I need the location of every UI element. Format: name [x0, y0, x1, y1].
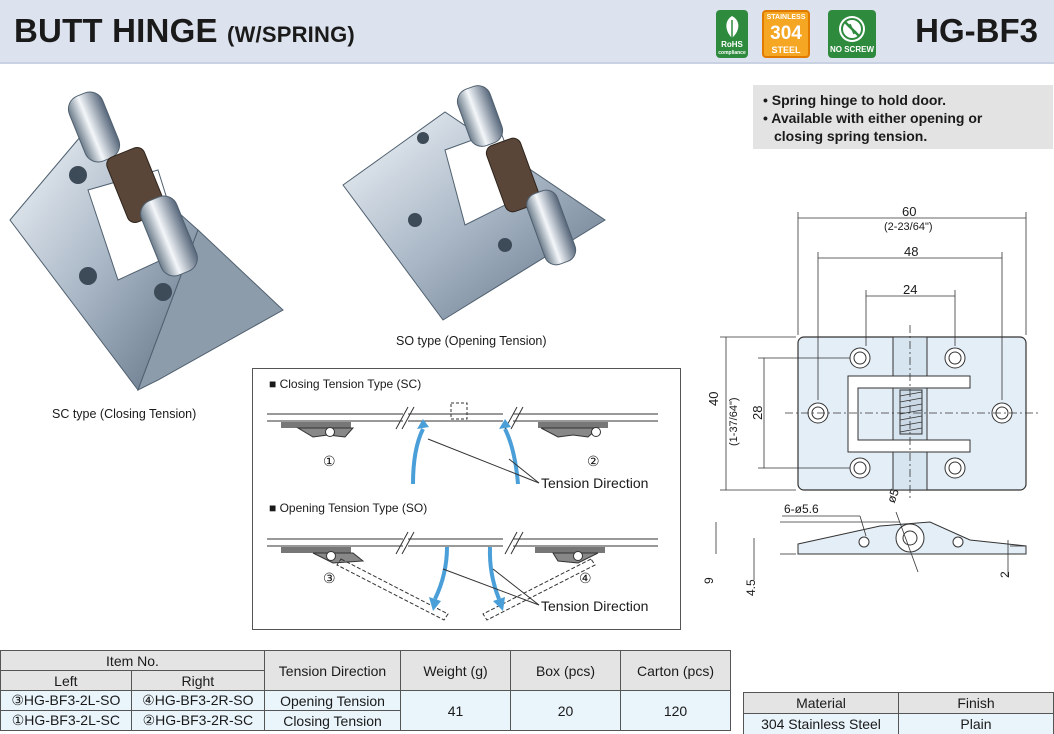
steel-number-label: 304: [770, 23, 802, 44]
header-finish: Finish: [898, 692, 1054, 714]
dim-thickness-4-5: 4.5: [744, 579, 758, 596]
table-header-row: Left Right: [0, 670, 731, 691]
table-header-row: Item No. Tension Direction Weight (g) Bo…: [0, 650, 731, 691]
table-header-row: Material Finish: [743, 692, 1054, 714]
title-main: BUTT HINGE: [14, 12, 218, 49]
feature-line: • Available with either opening or: [763, 110, 983, 126]
table-row: 304 Stainless Steel Plain: [743, 713, 1054, 734]
dim-width-24: 24: [903, 282, 918, 297]
sc-type-caption: SC type (Closing Tension): [52, 407, 197, 421]
mark-4: ④: [579, 570, 592, 586]
header-box: Box (pcs): [510, 650, 621, 691]
cell-right-item: ②HG-BF3-2R-SC: [130, 710, 266, 731]
cell-finish: Plain: [898, 713, 1054, 734]
sc-hinge-photo: [9, 91, 284, 392]
header-carton: Carton (pcs): [620, 650, 731, 691]
rohs-badge-icon: RoHS compliance: [716, 10, 748, 58]
title-sub: (W/SPRING): [227, 22, 355, 47]
rohs-label: RoHS: [721, 40, 743, 49]
header-left: Left: [0, 670, 132, 691]
tension-direction-label-so: Tension Direction: [541, 598, 649, 614]
no-screw-label: NO SCREW: [830, 45, 874, 54]
cell-left-item: ①HG-BF3-2L-SC: [0, 710, 132, 731]
mark-2: ②: [587, 453, 600, 469]
dim-height-40: 40: [706, 391, 721, 406]
dim-thickness-2: 2: [998, 571, 1012, 578]
dim-width-48: 48: [904, 244, 919, 259]
steel-bottom-label: STEEL: [771, 45, 801, 55]
header-material: Material: [743, 692, 899, 714]
header-tension-direction: Tension Direction: [264, 650, 401, 691]
dim-width-total-inch: (2-23/64"): [884, 221, 933, 233]
dim-width-total: 60: [902, 204, 917, 219]
dim-holes: 6-ø5.6: [784, 502, 819, 516]
cell-weight: 41: [400, 690, 511, 731]
tension-diagram: ■ Closing Tension Type (SC) ■ Opening Te…: [252, 368, 681, 630]
cell-box: 20: [510, 690, 621, 731]
page-header: BUTT HINGE (W/SPRING) RoHS compliance ST…: [0, 0, 1054, 64]
so-type-caption: SO type (Opening Tension): [396, 334, 547, 348]
header-right: Right: [130, 670, 266, 691]
stainless-steel-badge-icon: STAINLESS 304 STEEL: [762, 10, 810, 58]
cell-material: 304 Stainless Steel: [743, 713, 899, 734]
sc-diagram-title: ■ Closing Tension Type (SC): [269, 377, 422, 391]
steel-top-label: STAINLESS: [766, 14, 806, 21]
dim-height-40-inch: (1-37/64"): [728, 397, 740, 446]
material-table: Material Finish 304 Stainless Steel Plai…: [743, 692, 1054, 734]
dimension-drawing: 60 (2-23/64") 48 24 40 (1-37/64") 28 6-ø…: [700, 200, 1054, 600]
cell-tension: Opening Tension: [264, 690, 401, 711]
item-table: Item No. Tension Direction Weight (g) Bo…: [0, 650, 731, 731]
so-diagram-title: ■ Opening Tension Type (SO): [269, 501, 428, 515]
header-item-no: Item No.: [0, 650, 265, 671]
cell-carton: 120: [620, 690, 731, 731]
mark-1: ①: [323, 453, 336, 469]
dim-thickness-9: 9: [702, 577, 716, 584]
model-number: HG-BF3: [915, 12, 1038, 49]
cell-right-item: ④HG-BF3-2R-SO: [130, 690, 266, 711]
rohs-sublabel: compliance: [718, 50, 746, 56]
feature-line: closing spring tension.: [774, 128, 928, 144]
page-title: BUTT HINGE (W/SPRING): [14, 12, 355, 50]
table-row: ③HG-BF3-2L-SO ④HG-BF3-2R-SO Opening Tens…: [0, 690, 731, 731]
dim-height-28: 28: [750, 405, 765, 420]
cell-tension: Closing Tension: [264, 710, 401, 731]
feature-line: • Spring hinge to hold door.: [763, 92, 946, 108]
mark-3: ③: [323, 570, 336, 586]
no-screw-badge-icon: NO SCREW: [828, 10, 876, 58]
so-hinge-photo: [342, 85, 606, 321]
tension-direction-label-sc: Tension Direction: [541, 475, 649, 491]
table-row: ①HG-BF3-2L-SC ②HG-BF3-2R-SC Closing Tens…: [0, 710, 731, 731]
features-box: • Spring hinge to hold door. • Available…: [753, 85, 1053, 149]
header-weight: Weight (g): [400, 650, 511, 691]
cell-left-item: ③HG-BF3-2L-SO: [0, 690, 132, 711]
